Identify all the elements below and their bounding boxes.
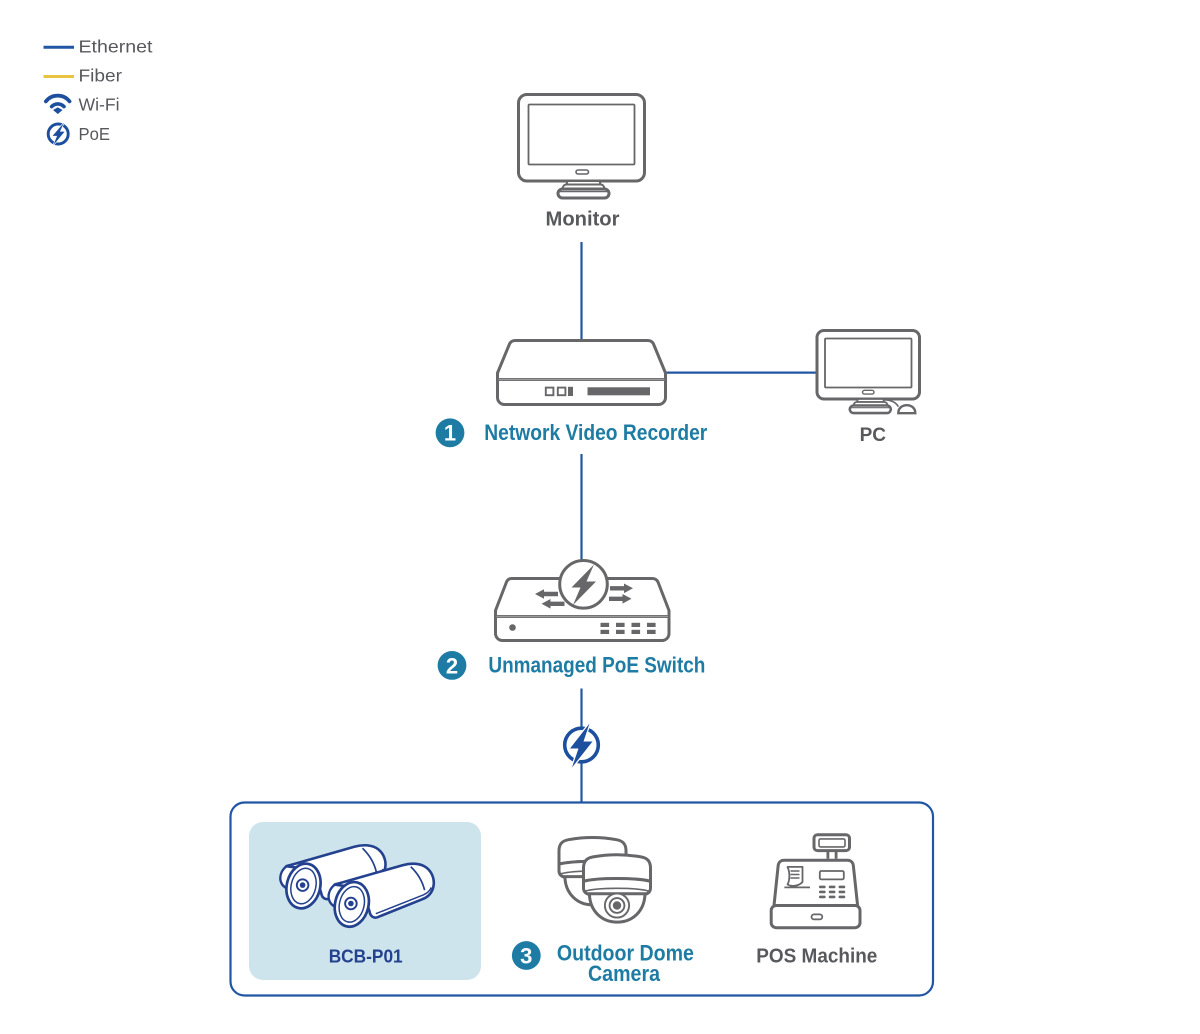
svg-text:PC: PC [860,425,887,446]
svg-text:Ethernet: Ethernet [79,36,153,56]
svg-text:POS Machine: POS Machine [756,945,877,967]
svg-text:2: 2 [446,653,458,678]
svg-text:Outdoor Dome: Outdoor Dome [557,940,694,965]
svg-text:Wi-Fi: Wi-Fi [79,95,120,115]
svg-text:PoE: PoE [79,124,111,144]
svg-text:Camera: Camera [588,961,661,986]
svg-text:Monitor: Monitor [546,209,620,231]
svg-text:Unmanaged PoE Switch: Unmanaged PoE Switch [488,653,705,678]
svg-text:BCB-P01: BCB-P01 [329,946,403,967]
svg-text:Fiber: Fiber [79,66,123,86]
svg-text:Network Video Recorder: Network Video Recorder [484,420,707,445]
svg-text:3: 3 [520,943,532,968]
svg-text:1: 1 [444,421,456,446]
